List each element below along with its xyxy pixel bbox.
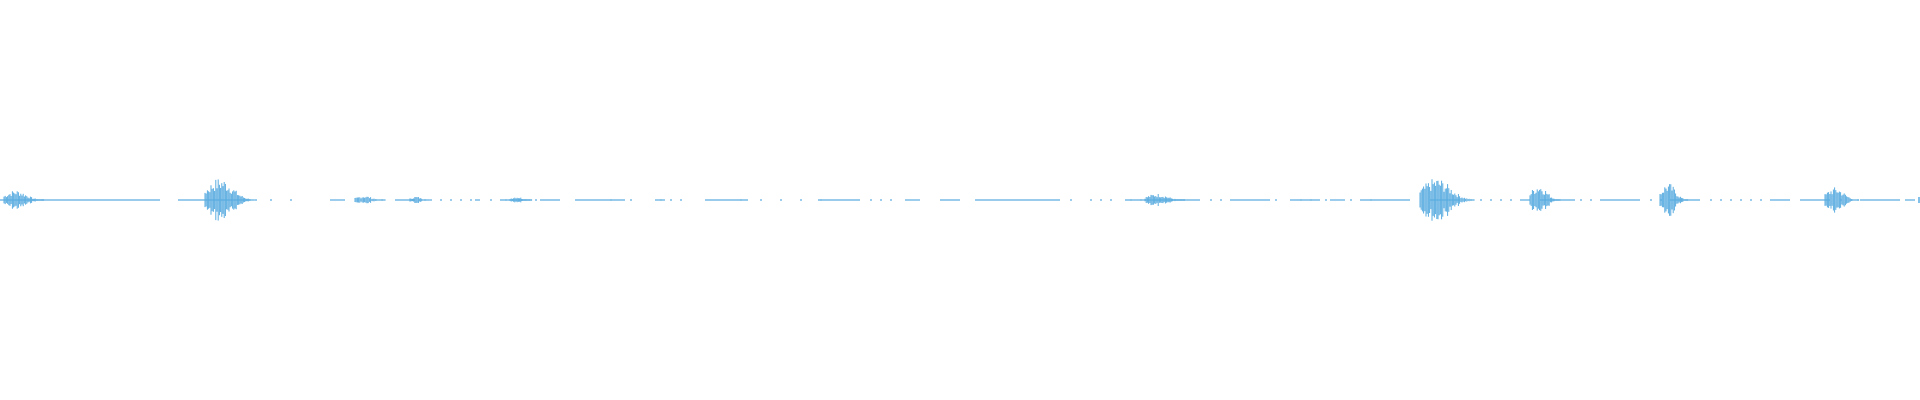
waveform-dot [1140,199,1142,201]
waveform-dot [460,199,462,201]
waveform-dot [680,199,682,201]
waveform-dot [290,199,292,201]
waveform-dot [880,199,882,201]
waveform-dot [1090,199,1092,201]
waveform-dot [1730,199,1732,201]
waveform-dot [890,199,892,201]
waveform-dot [870,199,872,201]
waveform-dot [255,199,257,201]
waveform-dot [670,199,672,201]
waveform-dot [450,199,452,201]
waveform-dot [1370,199,1372,201]
waveform-dot [1510,199,1512,201]
waveform-dot [1740,199,1742,201]
waveform-dot [1760,199,1762,201]
waveform-dot [1220,199,1222,201]
waveform-dot [535,199,537,201]
waveform-dot [270,199,272,201]
waveform-dot [1350,199,1352,201]
waveform-dot [1300,199,1302,201]
waveform-dot [490,199,492,201]
waveform-dot [1310,199,1312,201]
waveform-dot [1130,199,1132,201]
waveform-trace [0,179,1920,221]
waveform-dot [1710,199,1712,201]
waveform-dot [1650,199,1652,201]
waveform-dot [740,199,742,201]
waveform-dot [1580,199,1582,201]
waveform-dot [1480,199,1482,201]
waveform-dot [1500,199,1502,201]
waveform-dot [1490,199,1492,201]
waveform-dot [660,199,662,201]
waveform-dot [800,199,802,201]
waveform-dot [505,199,507,201]
waveform-dot [1210,199,1212,201]
waveform-dot [1590,199,1592,201]
waveform-dot [1720,199,1722,201]
waveform-dot [1100,199,1102,201]
waveform-dot [820,199,822,201]
waveform-dot [470,199,472,201]
waveform-dot [780,199,782,201]
waveform-dot [1110,199,1112,201]
waveform-dot [1275,199,1277,201]
waveform-dot [1325,199,1327,201]
waveform-dot [430,199,432,201]
waveform-dot [760,199,762,201]
waveform-dot [610,199,612,201]
waveform-dot [440,199,442,201]
waveform-dot [630,199,632,201]
waveform-dot [1070,199,1072,201]
waveform-dot [1750,199,1752,201]
